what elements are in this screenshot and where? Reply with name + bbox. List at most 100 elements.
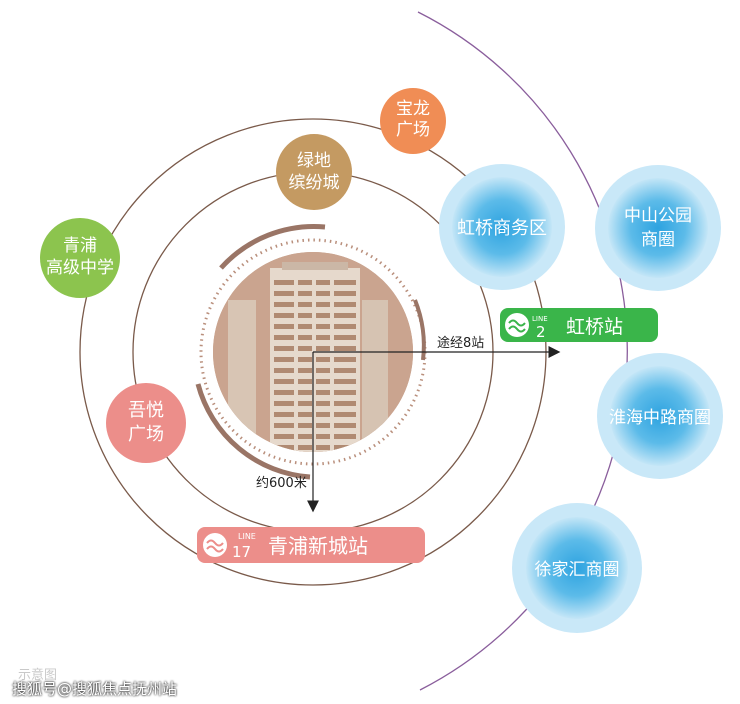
- ring-arc-right: [413, 299, 426, 361]
- line17-number: 17: [232, 543, 251, 561]
- building-window: [274, 434, 294, 439]
- building-window: [298, 280, 312, 285]
- wuyue-line1: 吾悦: [128, 400, 164, 421]
- building-window: [298, 302, 312, 307]
- hongqiao-biz-label: 虹桥商务区: [457, 218, 547, 239]
- building-window: [334, 401, 356, 406]
- distance-label: 约600米: [256, 476, 307, 491]
- building-window: [298, 324, 312, 329]
- building-window: [298, 423, 312, 428]
- ring-arc-bottom: [195, 383, 311, 480]
- via-stops-label: 途经8站: [437, 335, 484, 351]
- zhongshan-line2: 商圈: [641, 230, 675, 250]
- building-window: [298, 346, 312, 351]
- building-window: [274, 324, 294, 329]
- building-window: [316, 368, 330, 373]
- node-lvdi: 绿地 缤纷城: [276, 134, 352, 210]
- building-window: [334, 280, 356, 285]
- building-window: [316, 357, 330, 362]
- building-window: [298, 313, 312, 318]
- node-huaihai: 淮海中路商圈: [597, 353, 723, 479]
- building-window: [316, 346, 330, 351]
- building-window: [298, 368, 312, 373]
- wuyue-line2: 广场: [128, 424, 164, 445]
- lvdi-line2: 缤纷城: [289, 173, 340, 193]
- building-window: [298, 379, 312, 384]
- node-baolong: 宝龙 广场: [380, 88, 446, 154]
- building-window: [274, 335, 294, 340]
- station-badge-line2: LINE 2 虹桥站: [500, 308, 658, 342]
- building-window: [334, 357, 356, 362]
- building-window: [316, 423, 330, 428]
- building-window: [298, 412, 312, 417]
- node-wuyue: 吾悦 广场: [106, 383, 186, 463]
- building-window: [316, 401, 330, 406]
- building-window: [298, 390, 312, 395]
- huaihai-label: 淮海中路商圈: [609, 408, 711, 428]
- building-window: [298, 291, 312, 296]
- building-window: [316, 313, 330, 318]
- building-window: [334, 302, 356, 307]
- building-window: [298, 401, 312, 406]
- building-window: [298, 335, 312, 340]
- building-window: [316, 434, 330, 439]
- building-window: [274, 346, 294, 351]
- building-window: [334, 412, 356, 417]
- line17-word: LINE: [238, 532, 256, 541]
- building-window: [316, 291, 330, 296]
- building-window: [316, 280, 330, 285]
- building-window: [274, 423, 294, 428]
- building-window: [274, 368, 294, 373]
- building-window: [334, 335, 356, 340]
- zhongshan-line1: 中山公园: [624, 206, 692, 226]
- building-window: [334, 291, 356, 296]
- station-badge-line17: LINE 17 青浦新城站: [197, 527, 425, 563]
- metro-logo-icon: [508, 319, 526, 333]
- node-hongqiao-biz: 虹桥商务区: [439, 164, 565, 290]
- node-zhongshan: 中山公园 商圈: [595, 165, 721, 291]
- building-window: [334, 324, 356, 329]
- node-xujiahui: 徐家汇商圈: [512, 503, 642, 633]
- building-window: [274, 412, 294, 417]
- building-window: [274, 379, 294, 384]
- building-window: [298, 357, 312, 362]
- outer-arc: [417, 11, 628, 691]
- building-window: [298, 434, 312, 439]
- building-window: [274, 313, 294, 318]
- building-window: [316, 324, 330, 329]
- building-window: [316, 379, 330, 384]
- building-window: [316, 302, 330, 307]
- qingpu-school-line2: 高级中学: [46, 258, 114, 278]
- building-window: [274, 280, 294, 285]
- ring-arc-top: [219, 224, 326, 270]
- baolong-line1: 宝龙: [396, 99, 430, 119]
- line2-station-name: 虹桥站: [566, 316, 623, 338]
- building-window: [274, 302, 294, 307]
- baolong-line2: 广场: [396, 120, 430, 140]
- node-qingpu-school: 青浦 高级中学: [40, 218, 120, 298]
- lvdi-line1: 绿地: [297, 151, 331, 171]
- metro-logo-icon: [206, 539, 224, 553]
- building-window: [334, 379, 356, 384]
- line2-word: LINE: [532, 315, 548, 323]
- building-window: [316, 445, 330, 450]
- building-window: [316, 335, 330, 340]
- caption: 示意图: [18, 668, 58, 683]
- qingpu-school-line1: 青浦: [63, 236, 97, 256]
- building-window: [334, 423, 356, 428]
- building-window: [274, 401, 294, 406]
- line2-number: 2: [536, 323, 546, 341]
- building-window: [334, 445, 356, 450]
- building-window: [274, 291, 294, 296]
- building-window: [316, 412, 330, 417]
- building-window: [334, 390, 356, 395]
- building-window: [298, 445, 312, 450]
- building-window: [334, 368, 356, 373]
- building-window: [274, 357, 294, 362]
- watermark: 搜狐号@搜狐焦点抚州站: [12, 680, 178, 698]
- building-window: [334, 434, 356, 439]
- building-window: [334, 346, 356, 351]
- building-window: [274, 445, 294, 450]
